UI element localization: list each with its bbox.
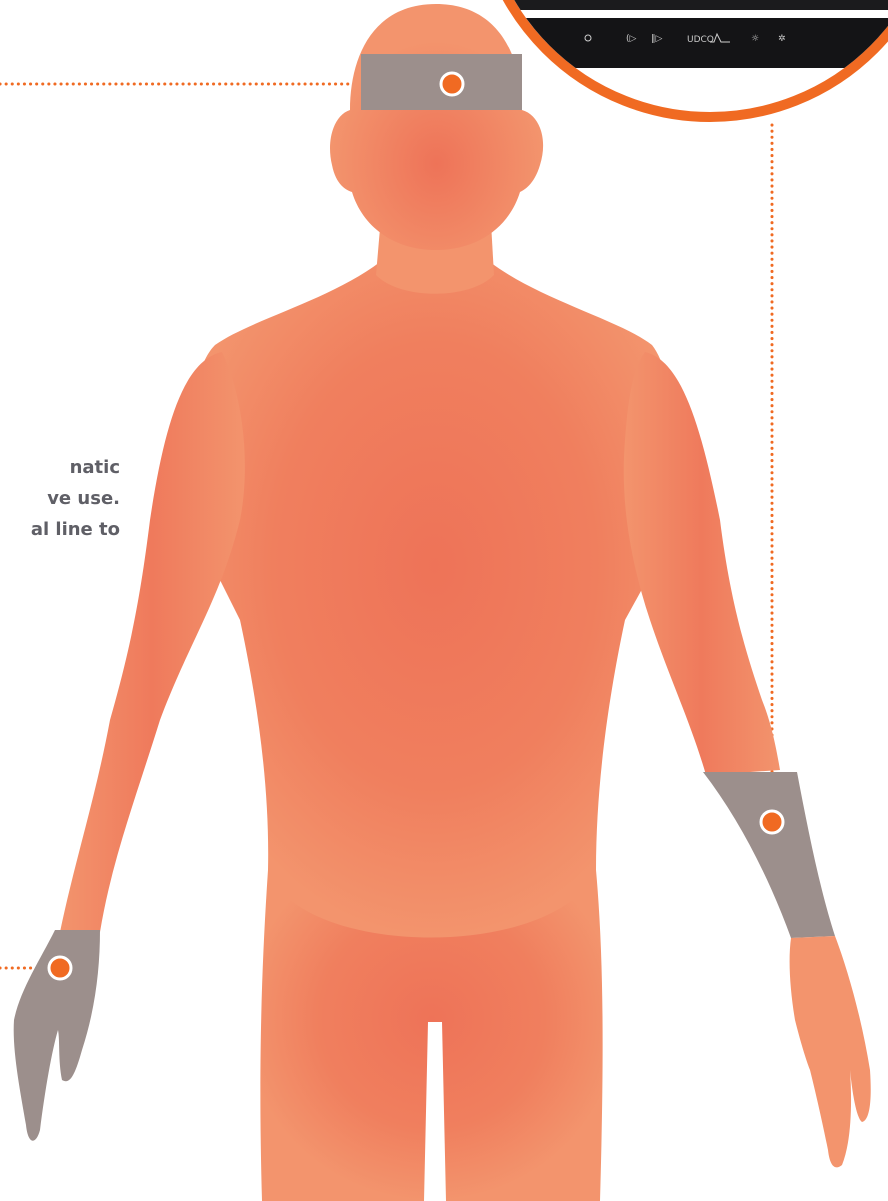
description-line-1: natic (0, 452, 120, 483)
right-hand (790, 936, 871, 1167)
device-brand-label: UDCO (687, 35, 714, 45)
torso (189, 262, 680, 938)
description-text: natic ve use. al line to (0, 452, 120, 545)
sensor-dot-icon (441, 73, 463, 95)
settings-icon: ✲ (778, 34, 786, 44)
sensor-dot-icon (761, 811, 783, 833)
description-line-2: ve use. (0, 483, 120, 514)
sun-icon: ☼ (751, 34, 759, 44)
device-screen (480, 0, 888, 10)
right-arm (624, 352, 780, 775)
description-line-3: al line to (0, 514, 120, 545)
device-monitor: (▷ ‖▷ UDCO ☼ ✲ (478, 0, 888, 117)
head (330, 4, 543, 250)
sensor-dot-icon (49, 957, 71, 979)
right-forearm-band (703, 772, 835, 938)
left-arm (60, 352, 245, 932)
play-icon: (▷ (626, 34, 637, 44)
pause-icon: ‖▷ (651, 34, 663, 44)
human-figure (14, 4, 871, 1201)
